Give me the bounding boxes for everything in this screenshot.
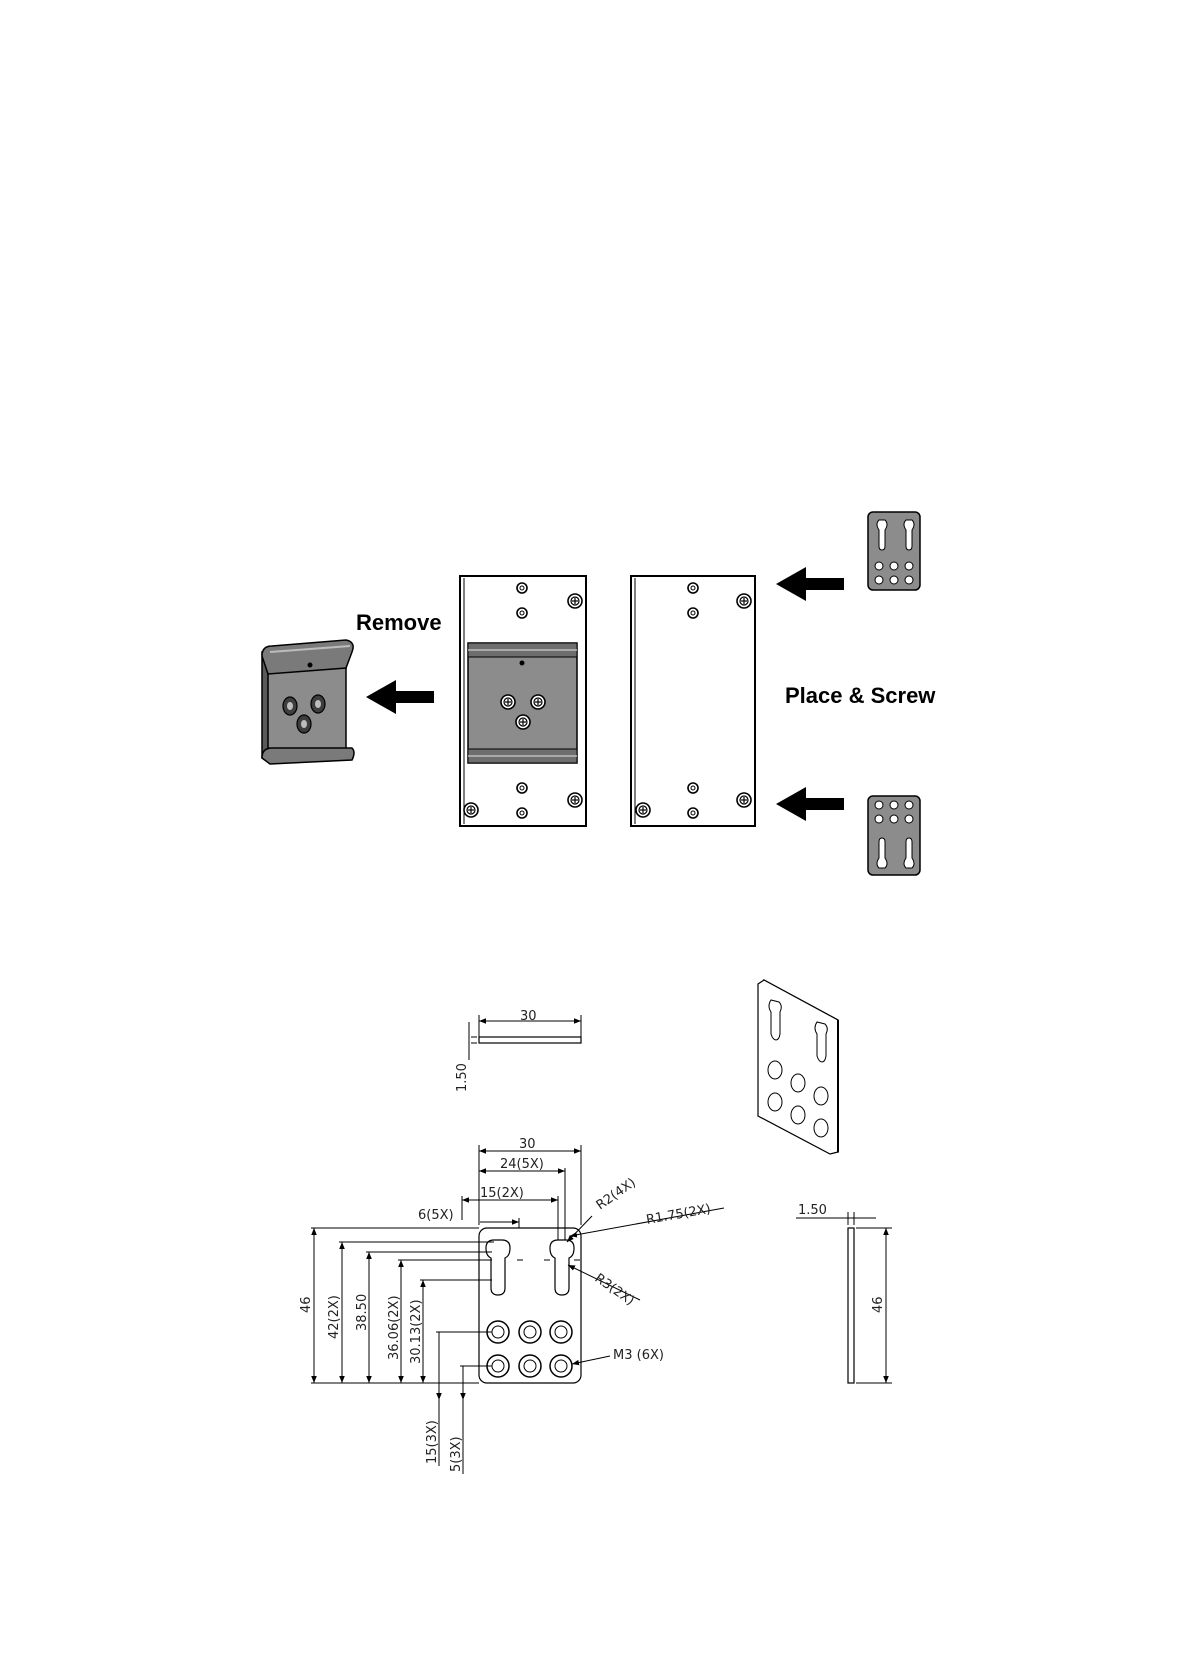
plate-front-view: 30 24(5X) 15(2X) 6(5X) R2(4X) R1.75(2X) … [299,1137,724,1474]
wall-mount-plate-top [868,512,920,590]
dim-width-15: 15(2X) [480,1186,524,1201]
dim-top-width: 30 [520,1009,537,1024]
dim-height-15: 15(3X) [425,1420,440,1464]
arrow-left-icon [776,787,844,821]
plate-side-view: 1.50 46 [796,1203,892,1383]
hole-icon [688,808,698,818]
screw-icon [531,695,545,709]
dim-radius-r2: R2(4X) [594,1175,639,1213]
screw-icon [737,793,751,807]
screw-icon [568,594,582,608]
dim-radius-r3: R3(2X) [592,1271,637,1309]
plate-isometric-view [758,980,838,1154]
dim-screw-m3: M3 (6X) [613,1348,664,1363]
hole-icon [688,583,698,593]
arrow-left-icon [366,680,434,714]
wall-mount-plate-bottom [868,796,920,875]
hole-icon [517,783,527,793]
screw-icon [636,803,650,817]
din-rail-clip [262,640,354,764]
screw-icon [516,715,530,729]
hole-icon [688,608,698,618]
hole-icon [517,583,527,593]
dim-front-width: 30 [519,1137,536,1152]
hole-icon [517,808,527,818]
dim-height-3850: 38.50 [355,1294,370,1331]
screw-icon [568,793,582,807]
place-screw-label: Place & Screw [785,683,936,708]
dim-width-6: 6(5X) [418,1208,454,1223]
device-panel-with-din [460,576,586,826]
hole-icon [688,783,698,793]
dim-side-thickness: 1.50 [798,1203,827,1218]
dim-height-3013: 30.13(2X) [409,1299,424,1364]
arrow-left-icon [776,567,844,601]
dim-side-height: 46 [871,1296,886,1313]
hole-icon [517,608,527,618]
dim-height-5: 5(3X) [449,1436,464,1472]
dim-height-3606: 36.06(2X) [387,1295,402,1360]
screw-icon [737,594,751,608]
remove-label: Remove [356,610,442,635]
screw-icon [501,695,515,709]
device-panel-plain [631,576,755,826]
dim-height-42: 42(2X) [327,1295,342,1339]
screw-icon [464,803,478,817]
plate-top-view: 30 1.50 [455,1009,581,1092]
dim-height-46: 46 [299,1296,314,1313]
dim-width-24: 24(5X) [500,1157,544,1172]
dim-top-thickness: 1.50 [455,1063,470,1092]
dim-radius-r175: R1.75(2X) [645,1202,712,1228]
